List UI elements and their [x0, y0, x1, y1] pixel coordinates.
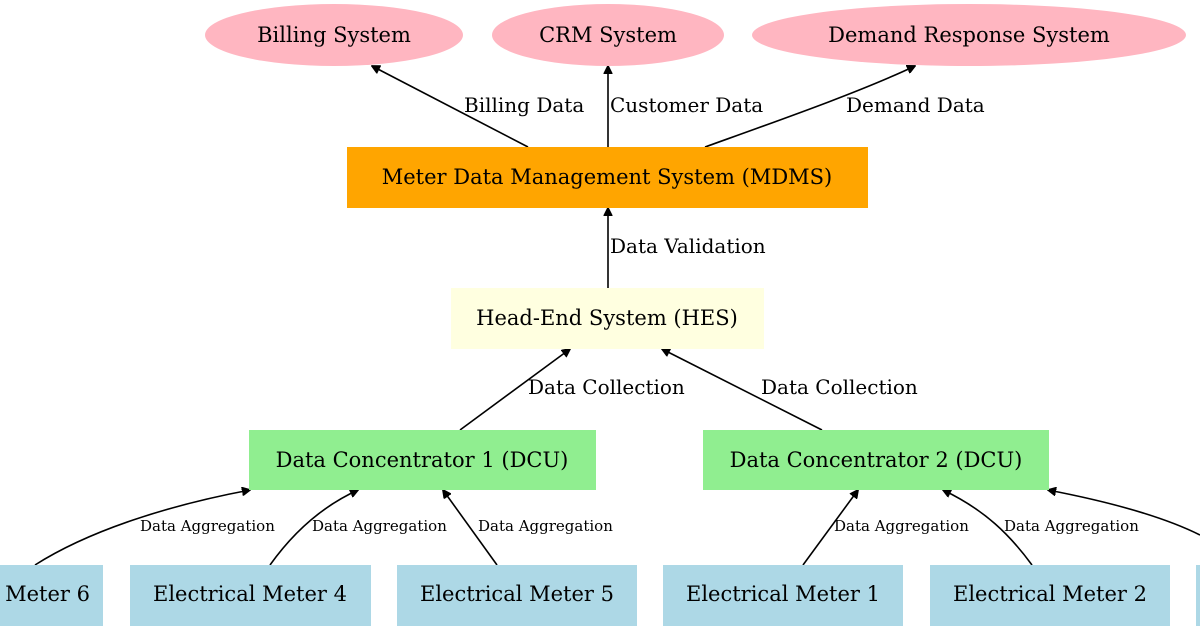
node-electrical-meter-4[interactable]: Electrical Meter 4 [130, 565, 371, 626]
node-meter-6[interactable]: Meter 6 [0, 565, 103, 626]
node-electrical-meter-5[interactable]: Electrical Meter 5 [397, 565, 637, 626]
node-label: Data Concentrator 1 (DCU) [276, 448, 569, 472]
node-label: Head-End System (HES) [476, 306, 738, 330]
node-shape [347, 147, 868, 208]
node-shape [663, 565, 903, 626]
node-shape [205, 4, 463, 66]
node-label: Billing System [257, 23, 411, 47]
edge-label-aggregation-m2: Data Aggregation [1004, 517, 1139, 535]
edge-label-customer-data: Customer Data [610, 93, 763, 117]
edge-meter2-dcu2 [943, 490, 1033, 566]
node-label: Electrical Meter 4 [153, 582, 347, 606]
node-label: Data Concentrator 2 (DCU) [730, 448, 1023, 472]
node-label: Electrical Meter 1 [686, 582, 880, 606]
node-crm-system[interactable]: CRM System [492, 4, 724, 66]
node-demand-response-system[interactable]: Demand Response System [752, 4, 1186, 66]
node-shape [249, 430, 596, 490]
node-shape [0, 565, 103, 626]
edge-label-billing-data: Billing Data [464, 93, 584, 117]
edge-label-aggregation-m6: Data Aggregation [140, 517, 275, 535]
node-label: Electrical Meter 5 [420, 582, 614, 606]
node-billing-system[interactable]: Billing System [205, 4, 463, 66]
node-meter-partial-right[interactable] [1196, 565, 1200, 626]
edge-label-demand-data: Demand Data [846, 93, 985, 117]
node-shape [752, 4, 1186, 66]
edge-meter4-dcu1 [269, 490, 358, 566]
node-shape [1196, 565, 1200, 626]
edge-label-data-validation: Data Validation [610, 234, 766, 258]
node-electrical-meter-2[interactable]: Electrical Meter 2 [930, 565, 1170, 626]
node-shape [703, 430, 1049, 490]
node-label: Electrical Meter 2 [953, 582, 1147, 606]
edge-meter6-dcu1 [34, 490, 250, 566]
edge-label-aggregation-m4: Data Aggregation [312, 517, 447, 535]
node-shape [130, 565, 371, 626]
node-shape [492, 4, 724, 66]
node-electrical-meter-1[interactable]: Electrical Meter 1 [663, 565, 903, 626]
edge-label-data-collection-1: Data Collection [528, 375, 685, 399]
edge-meter3-dcu2 [1048, 490, 1200, 536]
node-label: Meter 6 [5, 582, 90, 606]
node-hes[interactable]: Head-End System (HES) [451, 288, 764, 349]
edge-meter5-dcu1 [443, 490, 498, 566]
node-label: CRM System [539, 23, 677, 47]
node-shape [930, 565, 1170, 626]
edge-dcu2-hes [662, 349, 823, 431]
edges [34, 66, 1200, 566]
node-label: Meter Data Management System (MDMS) [382, 165, 833, 189]
node-dcu-2[interactable]: Data Concentrator 2 (DCU) [703, 430, 1049, 490]
node-shape [397, 565, 637, 626]
edge-label-data-collection-2: Data Collection [761, 375, 918, 399]
node-mdms[interactable]: Meter Data Management System (MDMS) [347, 147, 868, 208]
edge-mdms-billing [372, 66, 529, 148]
edge-label-aggregation-m1: Data Aggregation [834, 517, 969, 535]
node-shape [451, 288, 764, 349]
edge-label-aggregation-m5: Data Aggregation [478, 517, 613, 535]
edge-mdms-demand [704, 66, 915, 148]
edge-labels: Billing Data Customer Data Demand Data D… [140, 93, 1139, 535]
edge-meter1-dcu2 [802, 490, 858, 566]
node-label: Demand Response System [828, 23, 1110, 47]
edge-dcu1-hes [459, 349, 570, 431]
node-dcu-1[interactable]: Data Concentrator 1 (DCU) [249, 430, 596, 490]
